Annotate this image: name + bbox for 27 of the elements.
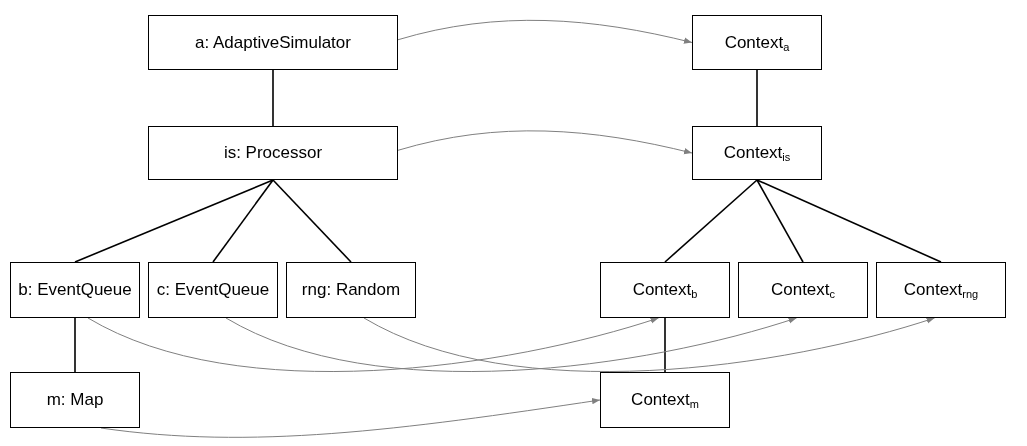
connector-line xyxy=(756,69,758,127)
connector-line xyxy=(272,69,274,127)
connector-line xyxy=(756,179,942,263)
object-box: is: Processor xyxy=(148,126,398,180)
object-box: b: EventQueue xyxy=(10,262,140,318)
object-box: c: EventQueue xyxy=(148,262,278,318)
connector-line xyxy=(664,179,758,263)
object-box: m: Map xyxy=(10,372,140,428)
arrow xyxy=(397,19,693,44)
object-box: Context$_{b}$ xyxy=(600,262,730,318)
arrow xyxy=(397,130,693,155)
object-box: Context$_{is}$ xyxy=(692,126,822,180)
object-box: Context$_{rng}$ xyxy=(876,262,1006,318)
connector-line xyxy=(664,317,666,373)
object-box: a: AdaptiveSimulator xyxy=(148,15,398,70)
object-box: Context$_{c}$ xyxy=(738,262,868,318)
object-box: Context$_{a}$ xyxy=(692,15,822,70)
connector-line xyxy=(272,179,352,263)
arrow xyxy=(225,317,797,372)
connector-line xyxy=(756,179,804,263)
connector-line xyxy=(74,179,274,263)
arrow xyxy=(87,317,659,372)
connector-line xyxy=(74,317,76,373)
connector-line xyxy=(212,179,274,263)
object-box: Context$_{m}$ xyxy=(600,372,730,428)
arrow xyxy=(363,317,935,372)
object-box: rng: Random xyxy=(286,262,416,318)
